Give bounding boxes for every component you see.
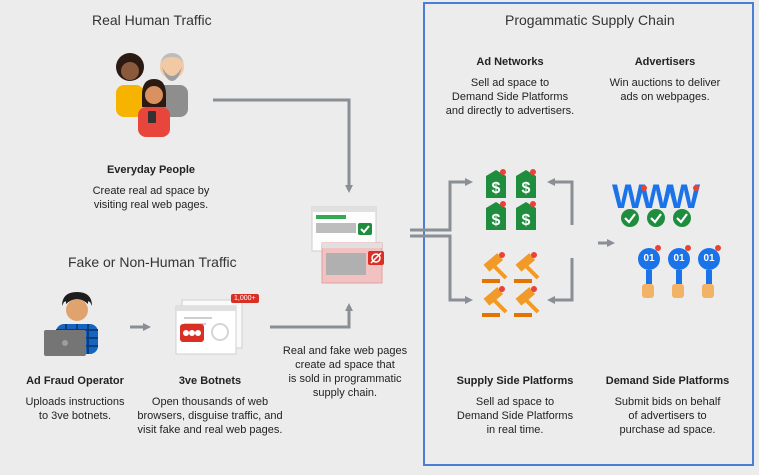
advertisers-desc-line: ads on webpages.: [620, 91, 710, 103]
ad-networks-desc-line: and directly to advertisers.: [445, 105, 575, 117]
dollar-tag-icon: $: [486, 201, 506, 230]
dsp-bid-icon: 01: [668, 248, 690, 270]
dsp-desc: Submit bids on behalf of advertisers to …: [595, 395, 740, 437]
dsp-desc-line: Submit bids on behalf: [614, 396, 721, 408]
ssp-icon-group: [482, 252, 540, 317]
check-icon: [647, 209, 665, 227]
pages-desc-line: Real and fake web pages: [282, 345, 408, 357]
dollar-tag-icon: $: [516, 169, 536, 198]
arrow-dsp-to-ssp: [547, 258, 574, 304]
fake-traffic-title: Fake or Non-Human Traffic: [68, 254, 237, 270]
arrow-advertisers-to-adnetworks: [547, 178, 574, 225]
gavel-icon: [482, 252, 508, 283]
everyday-people-desc: Create real ad space by visiting real we…: [66, 184, 236, 212]
ad-networks-icon-group: $ $ $ $: [486, 169, 536, 230]
gavel-icon: [514, 252, 540, 283]
ad-networks-desc-line: Demand Side Platforms: [451, 91, 569, 103]
arrow-pages-to-ssp: [410, 234, 473, 304]
botnets-desc-line: Open thousands of web: [151, 396, 269, 408]
gavel-icon: [482, 286, 508, 317]
everyday-desc-line: visiting real web pages.: [93, 199, 209, 211]
botnets-title: 3ve Botnets: [178, 375, 242, 387]
operator-title: Ad Fraud Operator: [26, 375, 124, 387]
advertisers-desc: Win auctions to deliver ads on webpages.: [590, 76, 740, 104]
dsp-bid-icon: 01: [638, 248, 660, 270]
ad-networks-desc: Sell ad space to Demand Side Platforms a…: [430, 76, 590, 118]
dsp-title: Demand Side Platforms: [605, 375, 730, 387]
dsp-bid-icon: 01: [698, 248, 720, 270]
operator-desc: Uploads instructions to 3ve botnets.: [10, 395, 140, 423]
dsp-desc-line: of advertisers to: [628, 410, 707, 422]
pages-desc-line: supply chain.: [312, 387, 378, 399]
check-icon: [621, 209, 639, 227]
advertisers-title: Advertisers: [634, 56, 696, 68]
advertisers-desc-line: Win auctions to deliver: [609, 77, 721, 89]
web-pages-icon: [311, 206, 384, 284]
supply-chain-box: [423, 2, 754, 466]
dsp-hands: [642, 245, 721, 298]
botnet-icon: [175, 299, 243, 355]
ad-networks-desc-line: Sell ad space to: [470, 77, 550, 89]
pages-desc: Real and fake web pages create ad space …: [270, 344, 420, 400]
arrow-botnets-to-pages: [270, 303, 353, 329]
pages-desc-line: create ad space that: [295, 359, 395, 371]
botnets-desc: Open thousands of web browsers, disguise…: [130, 395, 290, 437]
everyday-desc-line: Create real ad space by: [92, 185, 210, 197]
dollar-tag-icon: $: [486, 169, 506, 198]
ssp-title: Supply Side Platforms: [456, 375, 574, 387]
svg-text:$: $: [522, 212, 531, 229]
ssp-desc-line: Sell ad space to: [475, 396, 555, 408]
advertiser-logos: W W W: [612, 178, 702, 230]
operator-icon: [44, 292, 98, 356]
botnets-desc-line: browsers, disguise traffic, and: [137, 410, 283, 422]
operator-desc-line: to 3ve botnets.: [38, 410, 112, 422]
supply-chain-title: Progammatic Supply Chain: [505, 12, 675, 28]
pages-desc-line: is sold in programmatic: [288, 373, 402, 385]
arrow-pages-to-adnetworks: [410, 178, 473, 232]
dsp-desc-line: purchase ad space.: [619, 424, 716, 436]
botnet-count-badge: 1,000+: [231, 294, 259, 303]
botnets-desc-line: visit fake and real web pages.: [137, 424, 283, 436]
check-icon: [673, 209, 691, 227]
everyday-people-title: Everyday People: [106, 164, 196, 176]
ssp-desc-line: in real time.: [486, 424, 544, 436]
dsp-icon-group: 01 01 01: [636, 244, 726, 300]
svg-text:$: $: [492, 180, 501, 197]
ssp-desc-line: Demand Side Platforms: [456, 410, 574, 422]
check-badges: [621, 185, 699, 227]
ad-networks-title: Ad Networks: [476, 56, 544, 68]
svg-text:$: $: [522, 180, 531, 197]
people-icon: [116, 53, 188, 137]
gavel-icon: [514, 286, 540, 317]
real-traffic-title: Real Human Traffic: [92, 12, 212, 28]
operator-desc-line: Uploads instructions: [25, 396, 125, 408]
svg-text:$: $: [492, 212, 501, 229]
ssp-desc: Sell ad space to Demand Side Platforms i…: [430, 395, 600, 437]
dollar-tag-icon: $: [516, 201, 536, 230]
arrow-real-to-pages: [213, 98, 353, 193]
